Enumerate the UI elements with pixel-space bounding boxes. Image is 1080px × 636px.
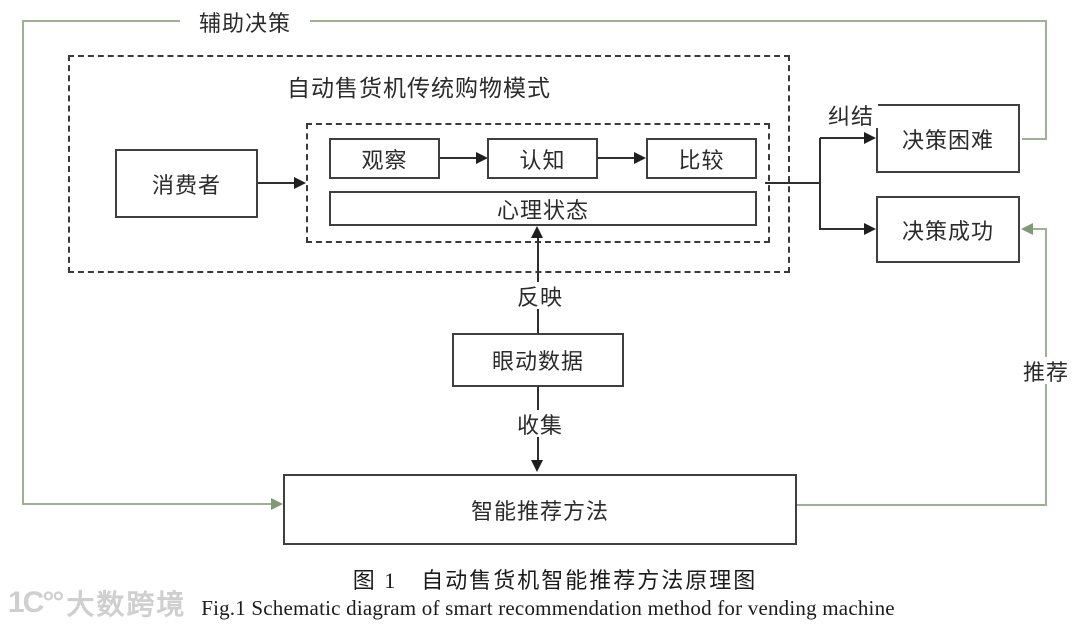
aux-loop-line-top bbox=[22, 20, 1047, 22]
cognition-box: 认知 bbox=[487, 138, 598, 179]
figure-caption-english: Fig.1 Schematic diagram of smart recomme… bbox=[201, 596, 895, 620]
aux-loop-arrowhead-into-smart-method bbox=[271, 498, 283, 510]
compare-box: 比较 bbox=[646, 138, 757, 179]
decision-difficulty-box: 决策困难 bbox=[876, 104, 1020, 173]
recommend-label: 推荐 bbox=[1018, 357, 1074, 385]
aux-loop-line-left bbox=[22, 20, 24, 505]
eye-movement-data-box: 眼动数据 bbox=[452, 333, 624, 387]
reflect-label: 反映 bbox=[512, 282, 568, 310]
watermark-logo-icon: 1C°° bbox=[8, 586, 64, 619]
arrowhead-into-difficulty bbox=[864, 132, 876, 144]
aux-loop-stub-from-difficulty bbox=[1022, 138, 1045, 140]
aux-loop-line-right bbox=[1045, 20, 1047, 140]
observe-to-cognition-line bbox=[440, 157, 476, 159]
mental-state-box: 心理状态 bbox=[329, 191, 757, 226]
recommend-stub-into-success bbox=[1033, 228, 1045, 230]
decision-success-box: 决策成功 bbox=[876, 196, 1020, 263]
observe-box: 观察 bbox=[329, 138, 440, 179]
watermark: 1C°° 大数跨境 bbox=[8, 583, 186, 623]
traditional-mode-title: 自动售货机传统购物模式 bbox=[287, 75, 551, 101]
smart-recommendation-method-box: 智能推荐方法 bbox=[283, 474, 797, 545]
collect-arrowhead-into-smart-method bbox=[531, 460, 543, 472]
junction-vertical-line bbox=[819, 138, 821, 230]
tangled-label: 纠结 bbox=[824, 102, 878, 129]
watermark-text: 大数跨境 bbox=[66, 589, 187, 620]
traditional-mode-dashed-box bbox=[68, 55, 790, 273]
branch-line-to-success bbox=[820, 228, 865, 230]
aux-loop-line-bottom bbox=[22, 503, 271, 505]
observe-to-cognition-arrowhead bbox=[476, 152, 488, 164]
consumer-arrow-line bbox=[258, 182, 296, 184]
aux-decision-label: 辅助决策 bbox=[180, 8, 310, 36]
figure-caption-chinese: 图 1 自动售货机智能推荐方法原理图 bbox=[352, 568, 758, 593]
cognition-to-compare-line bbox=[598, 157, 634, 159]
exit-line-to-junction bbox=[765, 182, 820, 184]
consumer-arrowhead bbox=[294, 177, 306, 189]
arrowhead-into-success bbox=[864, 223, 876, 235]
recommend-line-bottom bbox=[797, 504, 1047, 506]
recommend-arrowhead-into-success bbox=[1021, 223, 1033, 235]
cognition-to-compare-arrowhead bbox=[634, 152, 646, 164]
reflect-arrowhead-into-mental-state bbox=[531, 226, 543, 238]
consumer-box: 消费者 bbox=[115, 149, 258, 218]
collect-label: 收集 bbox=[512, 410, 568, 438]
branch-line-to-difficulty bbox=[820, 137, 865, 139]
